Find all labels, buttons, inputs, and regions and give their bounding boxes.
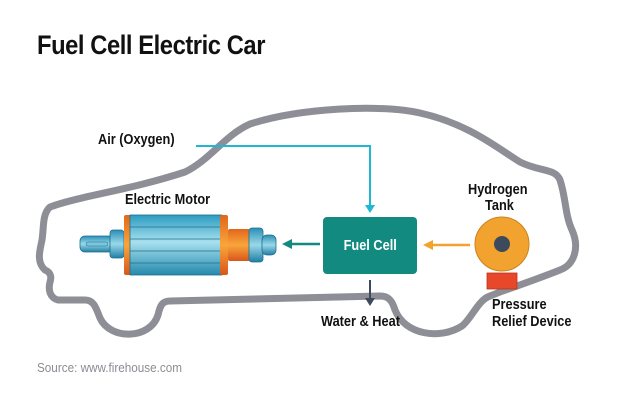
pressure-relief-device-icon xyxy=(486,272,518,290)
fuel-cell-box: Fuel Cell xyxy=(323,217,417,274)
electric-motor-label: Electric Motor xyxy=(125,192,211,208)
motor-arrow xyxy=(282,239,320,249)
source-credit: Source: www.firehouse.com xyxy=(37,360,183,375)
car-outline xyxy=(35,104,579,338)
water-heat-arrow xyxy=(365,280,375,306)
pressure-relief-label-line2: Relief Device xyxy=(492,314,572,330)
electric-motor-icon xyxy=(79,214,277,276)
hydrogen-tank-label-line1: Hydrogen xyxy=(468,182,528,198)
fuel-cell-label: Fuel Cell xyxy=(343,237,397,254)
page-title: Fuel Cell Electric Car xyxy=(37,30,266,60)
air-oxygen-label: Air (Oxygen) xyxy=(98,132,175,148)
hydrogen-tank-label-line2: Tank xyxy=(485,198,514,214)
hydrogen-arrow xyxy=(423,240,470,250)
pressure-relief-label-line1: Pressure xyxy=(492,297,547,313)
water-heat-label: Water & Heat xyxy=(321,314,400,330)
hydrogen-tank-icon xyxy=(474,216,530,272)
air-arrow xyxy=(196,145,375,213)
